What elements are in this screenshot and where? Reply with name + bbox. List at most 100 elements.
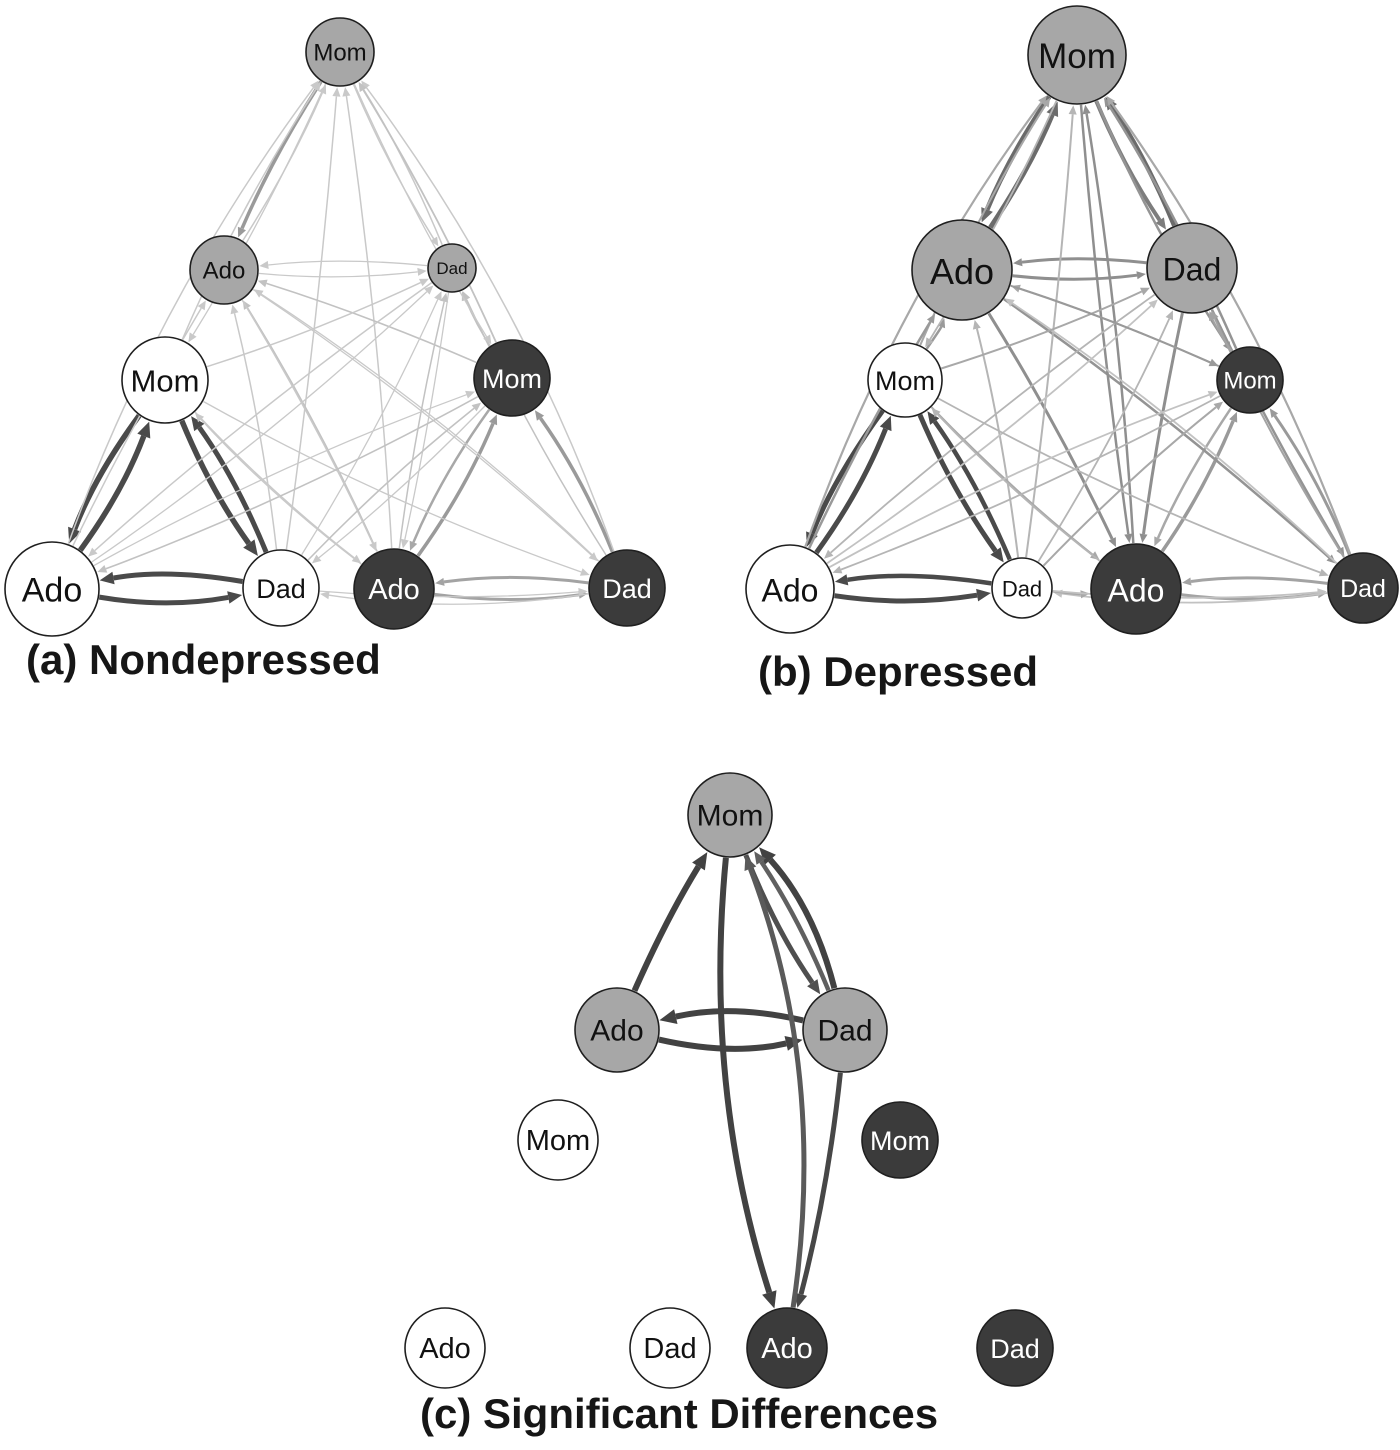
node-a-dad-gray (427, 243, 477, 293)
arrowhead-aw-md (1207, 391, 1218, 399)
arrowhead-aw-dw (976, 588, 991, 602)
arrowhead-dw-dd (578, 587, 588, 596)
node-label-b-dad-dark: Dad (1340, 575, 1386, 603)
edge-dw-aw (113, 571, 244, 584)
edge-dg-mg (363, 89, 443, 246)
arrowhead-ad-mw (195, 412, 205, 423)
caption-panel-b: (b) Depressed (758, 648, 1039, 695)
edge-dw-ag (975, 328, 1020, 558)
arrowhead-dd-ag (1004, 298, 1015, 307)
node-label-c-dad-gray: Dad (817, 1015, 872, 1048)
edge-mg-mw (192, 83, 327, 335)
edge-dg-mg (768, 857, 838, 990)
arrowhead-md-aw (832, 565, 843, 574)
arrowhead-md-ad (409, 540, 418, 551)
edge-dw-md (1042, 406, 1217, 567)
node-label-b-dad-white: Dad (1002, 576, 1042, 601)
node-label-b-ado-dark: Ado (1108, 572, 1165, 608)
edge-ag-mg (988, 113, 1055, 229)
arrowhead-mg-ag (237, 226, 246, 238)
edge-mw-ad (194, 411, 355, 559)
arrowhead-dd-ad (1182, 577, 1192, 586)
arrowhead-dg-ad (400, 538, 409, 549)
edge-mg-md (353, 83, 488, 338)
node-b-dad-gray (1146, 222, 1238, 314)
edge-dw-mg (285, 96, 338, 550)
edge-ag-dg (1012, 273, 1138, 281)
arrowhead-ag-dg (417, 267, 427, 276)
arrowhead-dw-mg (1068, 105, 1077, 115)
node-label-c-mom-white: Mom (526, 1125, 590, 1157)
edge-ag-dg (658, 1036, 787, 1052)
node-a-mom-white (121, 336, 209, 424)
edge-mw-dd (203, 400, 582, 573)
arrowhead-aw-dg (424, 285, 434, 295)
edge-dg-ag (268, 260, 428, 267)
edge-dg-ag (675, 1008, 804, 1024)
arrowhead-md-ad (1154, 536, 1162, 547)
edge-mg-ag (240, 80, 323, 230)
arrowhead-dw-dg (1165, 310, 1173, 321)
arrowhead-mw-dg (419, 278, 429, 287)
node-b-mom-dark (1216, 346, 1284, 414)
arrowhead-mw-dd (579, 568, 590, 576)
node-c-dad-white (629, 1307, 711, 1389)
edge-aw-dw (98, 594, 229, 606)
edge-md-ad (412, 408, 491, 543)
edge-aw-mw (78, 435, 147, 552)
edge-aw-md (828, 393, 1210, 568)
node-c-ado-dark (746, 1307, 828, 1389)
arrowhead-mg-dg (430, 236, 439, 247)
edge-mw-dw (179, 419, 252, 546)
edge-ad-mg (748, 867, 807, 1308)
arrowhead-dd-md (534, 410, 545, 421)
node-c-dad-dark (976, 1309, 1054, 1387)
edge-aw-ag (72, 307, 202, 547)
arrowhead-mw-mg (1041, 97, 1051, 108)
arrowhead-dw-mw (927, 411, 940, 425)
arrowhead-dd-dg (1211, 310, 1219, 321)
arrowhead-dg-ad (1139, 533, 1148, 543)
edge-aw-dg (826, 304, 1152, 565)
node-a-mom-gray (305, 17, 375, 87)
edge-ag-md (1010, 284, 1211, 364)
edge-dg-aw (94, 281, 433, 552)
edge-mw-dg (940, 290, 1143, 370)
node-label-b-mom-dark: Mom (1223, 367, 1276, 394)
edge-dd-ag (1011, 302, 1338, 564)
arrowhead-aw-mw (879, 415, 892, 432)
arrowhead-dw-dg (434, 291, 442, 302)
node-label-b-mom-gray: Mom (1038, 37, 1116, 76)
edge-mw-dw (917, 413, 998, 553)
arrowhead-aw-ag (197, 300, 206, 311)
edge-md-ag (266, 282, 477, 364)
edge-ad-md (416, 422, 495, 557)
arrowhead-ad-ag (242, 300, 251, 310)
arrowhead-mw-dg (1140, 287, 1150, 296)
arrowhead-ad-mg (744, 855, 757, 871)
node-label-b-ado-gray: Ado (930, 251, 994, 292)
edge-ad-ag (246, 307, 378, 552)
arrowhead-mg-mw (925, 337, 934, 348)
node-label-c-dad-dark: Dad (990, 1334, 1040, 1364)
node-label-c-ado-dark: Ado (761, 1333, 813, 1365)
node-b-mom-white (867, 342, 943, 418)
node-label-c-mom-dark: Mom (870, 1126, 930, 1156)
node-label-c-mom-gray: Mom (697, 800, 764, 833)
arrowhead-mw-dw (990, 547, 1004, 563)
edge-ag-dg (258, 271, 418, 278)
arrowhead-ag-dg (1136, 271, 1146, 280)
edge-dg-aw (830, 293, 1156, 554)
node-label-c-ado-gray: Ado (590, 1015, 643, 1048)
node-label-c-ado-white: Ado (419, 1333, 471, 1365)
edge-mw-mg (181, 88, 317, 340)
arrowhead-dg-ag (659, 1009, 678, 1024)
edge-aw-mw (814, 427, 888, 555)
arrowhead-aw-md (465, 390, 475, 399)
edge-ad-dg (398, 301, 445, 549)
edge-mw-ag (925, 326, 943, 350)
arrowhead-mw-dd (1318, 568, 1329, 577)
edge-ag-dd (252, 288, 592, 556)
edge-ad-mw (200, 419, 362, 565)
